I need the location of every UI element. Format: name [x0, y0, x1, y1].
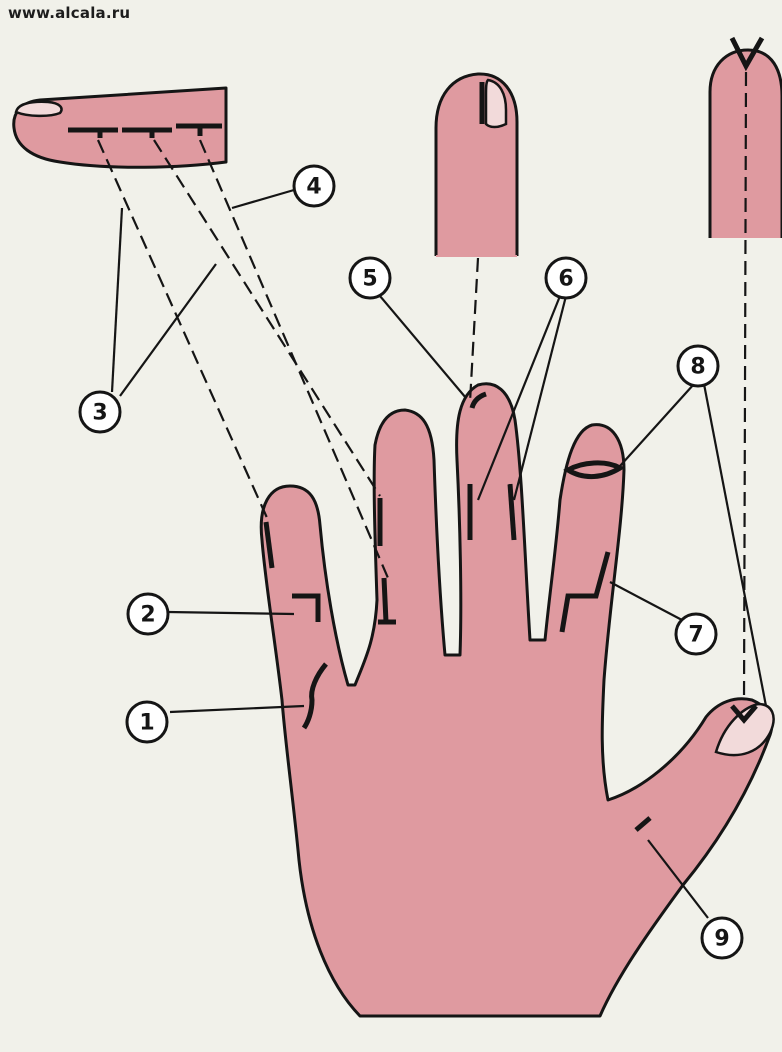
svg-text:5: 5: [362, 267, 377, 292]
svg-text:4: 4: [306, 175, 321, 200]
hand-silhouette: [261, 384, 772, 1016]
callout-3: 3: [80, 392, 120, 432]
svg-text:8: 8: [690, 355, 705, 380]
svg-text:1: 1: [139, 711, 154, 736]
callout-1: 1: [127, 702, 167, 742]
svg-text:9: 9: [714, 927, 729, 952]
callout-5: 5: [350, 258, 390, 298]
svg-text:3: 3: [92, 401, 107, 426]
callout-8: 8: [678, 346, 718, 386]
callout-9: 9: [702, 918, 742, 958]
svg-text:2: 2: [140, 603, 155, 628]
callout-6: 6: [546, 258, 586, 298]
callout-2: 2: [128, 594, 168, 634]
callout-7: 7: [676, 614, 716, 654]
svg-text:7: 7: [688, 623, 703, 648]
callout-4: 4: [294, 166, 334, 206]
svg-text:6: 6: [558, 267, 573, 292]
side-view-nail: [16, 102, 62, 116]
